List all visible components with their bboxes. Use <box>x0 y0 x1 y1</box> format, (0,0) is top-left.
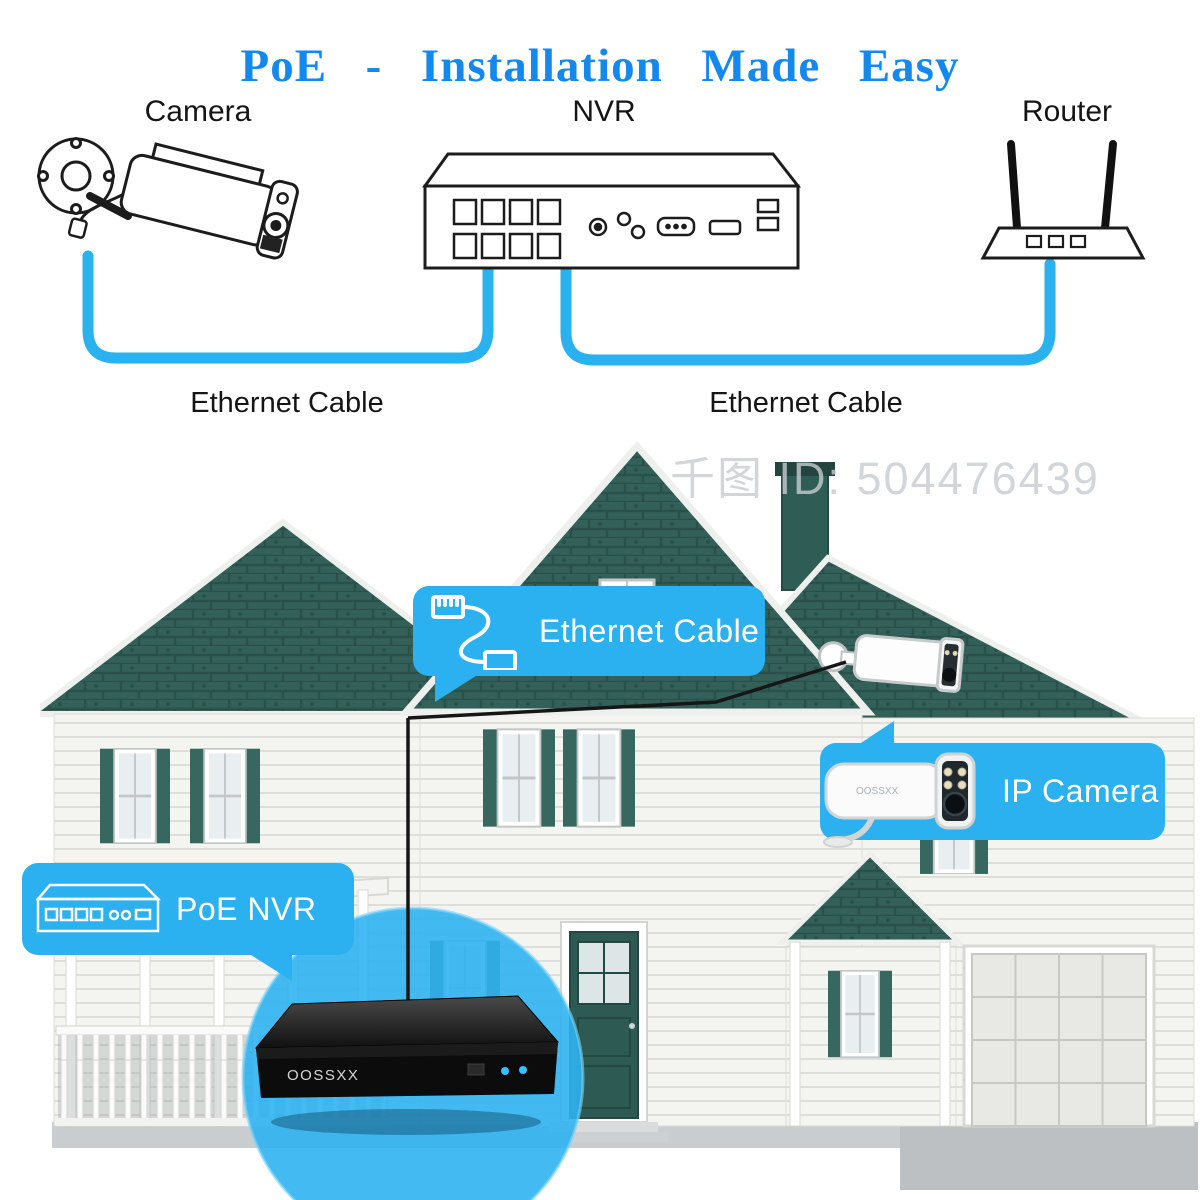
camera-brand-text: OOSSXX <box>856 786 899 797</box>
driveway <box>900 1122 1198 1190</box>
left-wall-window <box>100 748 170 844</box>
ethernet-cable-label-left: Ethernet Cable <box>190 387 384 419</box>
callout-tail <box>435 674 479 702</box>
ethernet-cable-line-left <box>82 250 494 364</box>
callout-poe-nvr: PoE NVR <box>22 863 354 981</box>
callout-tail <box>248 953 292 981</box>
nvr-brand-text: OOSSXX <box>287 1067 359 1084</box>
callout-tail <box>858 721 894 745</box>
camera-label: Camera <box>144 95 252 128</box>
callout-poe-nvr-label: PoE NVR <box>176 890 317 927</box>
left-wall-window <box>190 748 260 844</box>
entry-portico <box>775 850 965 1127</box>
ip-camera-photo: OOSSXX <box>823 752 976 848</box>
watermark: 千图 ID: 504476439 <box>670 453 1100 504</box>
center-window <box>483 727 555 829</box>
nvr-poe-ports <box>452 198 562 260</box>
nvr-rear-connectors <box>588 198 780 240</box>
house-cable-run <box>407 660 847 720</box>
page-title: PoE - Installation Made Easy <box>240 40 960 93</box>
nvr-line-icon <box>422 152 802 270</box>
garage-door <box>962 944 1156 1128</box>
callout-ip-camera-label: IP Camera <box>1002 773 1159 809</box>
camera-line-icon <box>37 137 299 260</box>
ethernet-cables-lines <box>82 250 1056 366</box>
nvr-led <box>519 1066 527 1074</box>
nvr-usb-port <box>467 1063 485 1076</box>
nvr-led <box>501 1067 509 1075</box>
router-label: Router <box>1021 95 1113 128</box>
callout-ethernet-cable: Ethernet Cable <box>413 586 765 702</box>
camera-arm <box>86 192 132 220</box>
center-window <box>563 727 635 829</box>
ethernet-cable-label-right: Ethernet Cable <box>709 387 903 419</box>
nvr-device-image: OOSSXX <box>254 995 560 1135</box>
camera-body <box>67 142 299 260</box>
nvr-shadow <box>271 1109 541 1135</box>
router-antenna-right <box>1101 140 1117 232</box>
ethernet-cable-icon <box>431 595 517 670</box>
zoom-circle-ring <box>241 906 585 1200</box>
nvr-label: NVR <box>572 95 636 128</box>
router-ports <box>1025 234 1087 249</box>
router-line-icon <box>980 140 1146 260</box>
ip-camera-photo-body: OOSSXX <box>823 752 976 848</box>
ethernet-cable-line-right <box>560 256 1056 366</box>
router-antenna-left <box>1007 140 1021 232</box>
callout-ethernet-cable-label: Ethernet Cable <box>539 612 760 649</box>
poe-nvr-icon <box>36 883 162 933</box>
